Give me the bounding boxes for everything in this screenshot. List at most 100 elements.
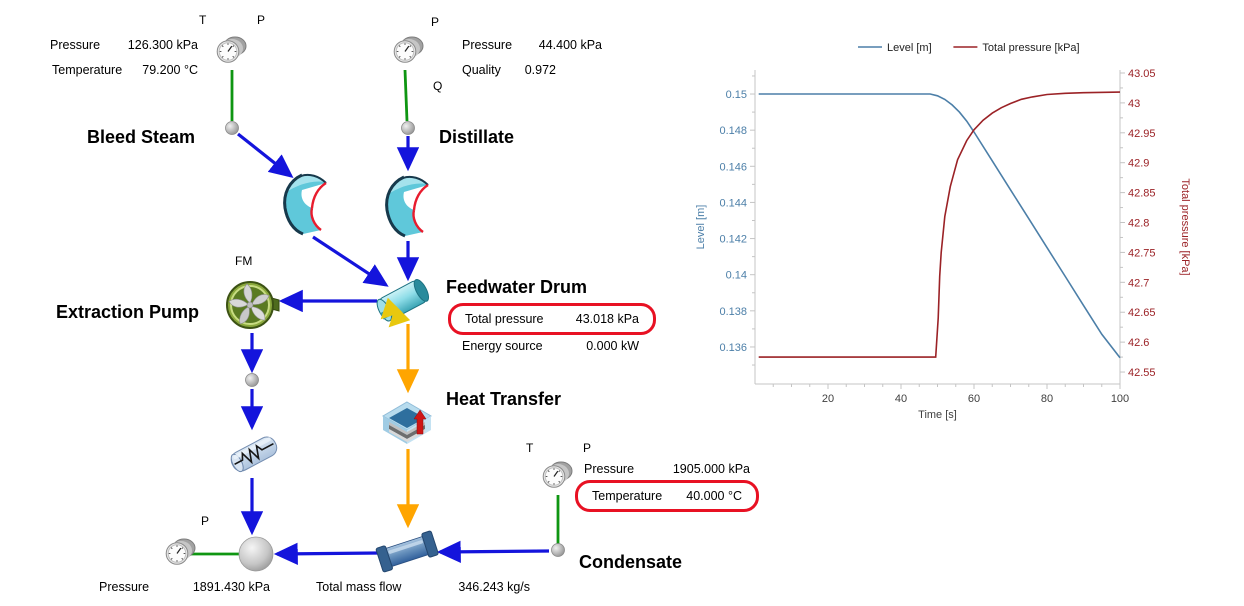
signal-line[interactable] xyxy=(403,69,409,122)
energy-source-row: Energy source 0.000 kW xyxy=(462,339,639,353)
svg-text:42.55: 42.55 xyxy=(1128,367,1156,379)
total-pressure-value: 43.018 kPa xyxy=(575,312,639,326)
mass-flow-label: Total mass flow xyxy=(316,580,402,594)
feedwater-drum-title: Feedwater Drum xyxy=(446,277,588,297)
pressure-label: Pressure xyxy=(584,462,635,476)
temperature-label: Temperature xyxy=(592,489,663,503)
svg-text:0.136: 0.136 xyxy=(719,342,747,354)
temperature-value: 40.000 °C xyxy=(686,489,742,503)
svg-text:43: 43 xyxy=(1128,98,1140,110)
drum-icon[interactable] xyxy=(374,277,431,328)
svg-text:0.144: 0.144 xyxy=(719,197,747,209)
gauge-icon[interactable] xyxy=(165,538,196,565)
pressure-value: 44.400 kPa xyxy=(538,38,602,52)
svg-text:42.95: 42.95 xyxy=(1128,128,1156,140)
port-label-q: Q xyxy=(433,79,443,93)
svg-text:100: 100 xyxy=(1111,393,1129,405)
gauge-icon[interactable] xyxy=(216,36,247,63)
svg-text:Total pressure [kPa]: Total pressure [kPa] xyxy=(1179,178,1191,275)
flow-line[interactable] xyxy=(273,542,380,565)
condensate-pressure-row: Pressure 1905.000 kPa xyxy=(584,462,750,476)
port-label-fm: FM xyxy=(235,254,253,268)
port-label-t: T xyxy=(199,13,207,27)
pipe-icon[interactable] xyxy=(375,530,439,573)
svg-text:60: 60 xyxy=(968,393,980,405)
svg-text:Level [m]: Level [m] xyxy=(695,205,707,250)
port-label-p: P xyxy=(257,13,266,27)
process-flow-diagram xyxy=(165,36,573,573)
pressure-value: 1905.000 kPa xyxy=(672,462,750,476)
temperature-label: Temperature xyxy=(52,63,123,77)
quality-value: 0.972 xyxy=(524,63,556,77)
bleed-steam-temperature-row: Temperature 79.200 °C xyxy=(52,63,198,77)
chart-panel: 20 40 60 80 100 0.15 0.148 0.146 0.144 0.142 0.14 0… xyxy=(688,30,1244,430)
condensate-title: Condensate xyxy=(579,552,683,572)
total-pressure-label: Total pressure xyxy=(465,312,544,326)
pressure-value: 1891.430 kPa xyxy=(192,580,270,594)
svg-text:42.65: 42.65 xyxy=(1128,307,1156,319)
mass-flow-row: Total mass flow 346.243 kg/s xyxy=(316,580,530,594)
flow-line[interactable] xyxy=(312,235,389,287)
svg-text:Level [m]: Level [m] xyxy=(887,42,932,54)
svg-text:0.14: 0.14 xyxy=(726,270,747,282)
total-pressure-highlight: Total pressure 43.018 kPa xyxy=(448,303,656,335)
port-label-p: P xyxy=(583,441,592,455)
svg-text:42.8: 42.8 xyxy=(1128,218,1149,230)
pressure-label: Pressure xyxy=(99,580,150,594)
svg-text:0.148: 0.148 xyxy=(719,125,747,137)
port-label-t: T xyxy=(526,441,534,455)
port-label-p: P xyxy=(201,514,210,528)
svg-text:40: 40 xyxy=(895,393,907,405)
outlet-pressure-row: Pressure 1891.430 kPa xyxy=(99,580,270,594)
svg-text:0.146: 0.146 xyxy=(719,161,747,173)
temperature-highlight: Temperature 40.000 °C xyxy=(575,480,759,512)
connection-node[interactable] xyxy=(551,543,565,557)
heat-transfer-icon[interactable] xyxy=(382,401,432,444)
svg-text:42.9: 42.9 xyxy=(1128,158,1149,170)
port-label-p: P xyxy=(431,15,440,29)
trend-chart[interactable]: 20 40 60 80 100 0.15 0.148 0.146 0.144 0.142 0.14 0… xyxy=(688,30,1244,430)
turbine-stage-icon[interactable] xyxy=(283,173,327,236)
svg-text:42.7: 42.7 xyxy=(1128,277,1149,289)
svg-text:20: 20 xyxy=(822,393,834,405)
energy-source-label: Energy source xyxy=(462,339,543,353)
distillate-pressure-row: Pressure 44.400 kPa xyxy=(462,38,602,52)
svg-text:Time [s]: Time [s] xyxy=(918,409,957,421)
bleed-steam-title: Bleed Steam xyxy=(87,127,196,147)
gauge-icon[interactable] xyxy=(393,36,424,63)
svg-text:42.6: 42.6 xyxy=(1128,337,1149,349)
temperature-value: 79.200 °C xyxy=(142,63,198,77)
distillate-title: Distillate xyxy=(439,127,515,147)
gauge-icon[interactable] xyxy=(542,461,573,488)
svg-text:43.05: 43.05 xyxy=(1128,68,1156,80)
connection-node[interactable] xyxy=(225,121,239,135)
svg-text:0.142: 0.142 xyxy=(719,234,747,246)
pressure-label: Pressure xyxy=(50,38,101,52)
pressure-label: Pressure xyxy=(462,38,513,52)
bleed-steam-pressure-row: Pressure 126.300 kPa xyxy=(50,38,198,52)
pump-icon[interactable] xyxy=(226,281,280,329)
svg-text:0.138: 0.138 xyxy=(719,306,747,318)
svg-text:0.15: 0.15 xyxy=(726,89,747,101)
svg-text:42.75: 42.75 xyxy=(1128,247,1156,259)
energy-source-value: 0.000 kW xyxy=(586,339,639,353)
distillate-quality-row: Quality 0.972 xyxy=(462,63,556,77)
extraction-pump-title: Extraction Pump xyxy=(56,302,200,322)
turbine-stage-icon[interactable] xyxy=(385,175,429,238)
mass-flow-value: 346.243 kg/s xyxy=(458,580,530,594)
flow-line[interactable] xyxy=(237,132,294,178)
connection-node[interactable] xyxy=(401,121,415,135)
svg-text:80: 80 xyxy=(1041,393,1053,405)
quality-label: Quality xyxy=(462,63,501,77)
pressure-value: 126.300 kPa xyxy=(127,38,198,52)
series-left xyxy=(758,93,1121,359)
mixer-node[interactable] xyxy=(238,536,274,572)
connection-node[interactable] xyxy=(245,373,259,387)
series-right xyxy=(758,91,1121,358)
svg-text:42.85: 42.85 xyxy=(1128,188,1156,200)
heater-coil-icon[interactable] xyxy=(228,434,280,474)
heat-transfer-title: Heat Transfer xyxy=(446,389,562,409)
chart-axes xyxy=(750,70,1125,389)
svg-text:Total pressure [kPa]: Total pressure [kPa] xyxy=(982,42,1079,54)
flow-line[interactable] xyxy=(436,540,550,564)
